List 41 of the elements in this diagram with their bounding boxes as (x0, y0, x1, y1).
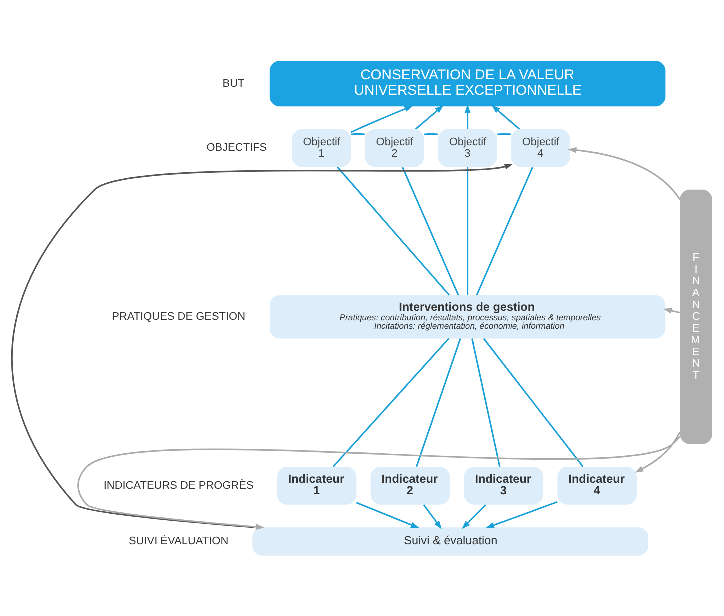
arrow (568, 146, 681, 200)
node-box: Indicateur 3 (464, 466, 544, 504)
node-box: Indicateur 4 (558, 466, 637, 504)
label: BUT (222, 77, 245, 90)
arrow (423, 504, 442, 529)
label: PRATIQUES DE GESTION (112, 310, 246, 323)
node-box: Objectif 2 (365, 128, 424, 167)
label: INDICATEURS DE PROGRÈS (104, 479, 254, 492)
arrow (464, 104, 471, 129)
arrow (78, 436, 681, 530)
connector (424, 132, 438, 135)
connector (472, 338, 501, 467)
arrow (663, 307, 680, 314)
connector (497, 132, 512, 135)
label: OBJECTIFS (206, 142, 268, 154)
node-box: Suivi & évaluation (252, 527, 648, 556)
arrow (350, 105, 414, 133)
node-box: Objectif 1 (292, 128, 352, 167)
connector (483, 338, 584, 467)
arrow (12, 163, 514, 528)
node-box: Indicateur 2 (370, 466, 450, 504)
connector (416, 338, 462, 467)
connector (402, 166, 460, 296)
connector (351, 132, 366, 135)
node-box: Indicateur 1 (277, 466, 357, 504)
node-box: Interventions de gestion Pratiques: contribution, résultats, processus, spatiales & temporelles Incitations: réglementation, économie, information (270, 295, 666, 338)
connector (332, 338, 450, 467)
arrow (492, 104, 520, 130)
arrow (634, 431, 681, 472)
connector (467, 166, 469, 295)
connector (476, 166, 534, 296)
arrow (356, 502, 420, 528)
arrow (486, 500, 558, 528)
arrow (462, 504, 486, 529)
node-box: Objectif 4 (511, 128, 570, 167)
node-box: CONSERVATION DE LA VALEUR UNIVERSELLE EXCEPTIONNELLE (270, 60, 666, 106)
connector (337, 166, 450, 296)
arrow (415, 104, 444, 130)
node-box: FINANCEMENT (680, 189, 712, 444)
node-box: Objectif 3 (438, 128, 498, 167)
label: SUIVI ÉVALUATION (128, 535, 229, 548)
